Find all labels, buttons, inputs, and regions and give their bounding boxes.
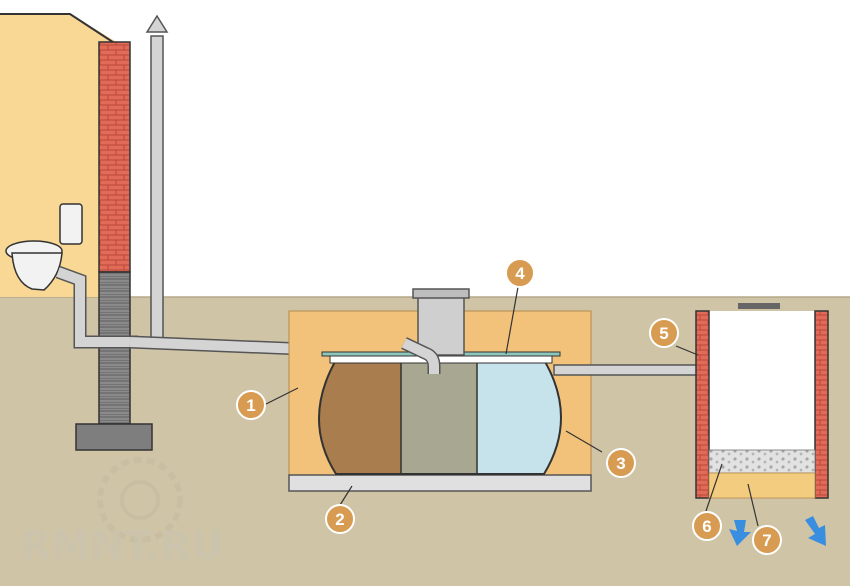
filter-well xyxy=(695,303,829,499)
concrete-base-slab xyxy=(288,474,592,492)
watermark-text: RMNT.RU xyxy=(20,523,224,569)
brick-wall xyxy=(98,41,131,273)
riser-cap xyxy=(412,288,470,299)
tank-chamber-1 xyxy=(319,360,401,474)
flow-arrow-icon xyxy=(729,520,751,546)
callout-leaders xyxy=(263,286,759,527)
flow-arrow-icon xyxy=(805,516,826,546)
roof-line xyxy=(0,13,126,51)
svg-text:2: 2 xyxy=(335,510,344,529)
callout-1: 1 xyxy=(236,390,266,420)
svg-text:4: 4 xyxy=(515,264,525,283)
well-cover xyxy=(738,303,780,309)
septic-tank xyxy=(318,351,562,475)
well-wall-left xyxy=(695,310,710,499)
callout-7: 7 xyxy=(752,525,782,555)
svg-text:5: 5 xyxy=(659,324,668,343)
gravel-layer xyxy=(708,449,816,474)
sand-layer xyxy=(708,472,816,499)
vent-stack xyxy=(150,35,164,343)
well-wall-right xyxy=(814,310,829,499)
inspection-riser xyxy=(417,296,465,356)
tank-chamber-2 xyxy=(401,360,477,474)
callout-6: 6 xyxy=(692,511,722,541)
svg-text:3: 3 xyxy=(616,454,625,473)
svg-text:7: 7 xyxy=(762,531,771,550)
svg-text:6: 6 xyxy=(702,517,711,536)
outlet-pipe xyxy=(553,364,713,376)
tank-shell xyxy=(318,359,562,475)
toilet-icon xyxy=(5,203,83,291)
callout-4: 4 xyxy=(505,258,535,288)
svg-text:1: 1 xyxy=(246,396,255,415)
callout-2: 2 xyxy=(325,504,355,534)
house-wall xyxy=(0,14,120,297)
gear-logo-icon xyxy=(97,457,183,543)
tank-chamber-3 xyxy=(477,360,561,474)
callout-5: 5 xyxy=(649,318,679,348)
vent-cap xyxy=(145,14,169,33)
callout-3: 3 xyxy=(606,448,636,478)
foundation-footing xyxy=(75,423,153,451)
